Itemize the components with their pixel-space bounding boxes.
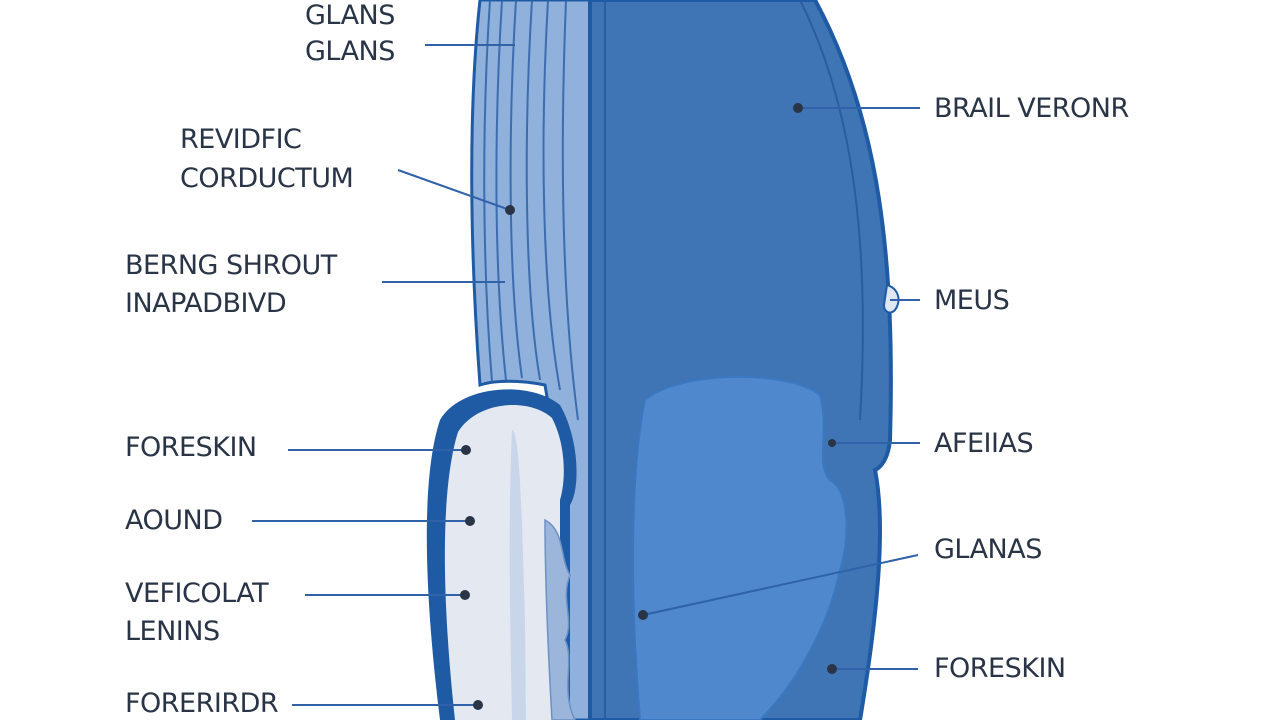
body-contours <box>604 0 864 720</box>
label-inapadbivd: INAPADBIVD <box>125 288 287 319</box>
label-glanas: GLANAS <box>934 534 1042 565</box>
label-berng-shrout: BERNG SHROUT <box>125 250 337 281</box>
leader-corductum <box>397 169 511 211</box>
label-lenins: LENINS <box>125 616 220 647</box>
leader-dots <box>460 103 837 710</box>
label-foreskin-left: FORESKIN <box>125 432 257 463</box>
foreskin-inner <box>444 405 564 720</box>
label-glans-top: GLANS <box>305 0 395 31</box>
label-meus: MEUS <box>934 285 1010 316</box>
inner-channel <box>509 430 526 720</box>
label-foreskin-right: FORESKIN <box>934 653 1066 684</box>
label-revidfic: REVIDFIC <box>180 124 302 155</box>
label-corductum: CORDUCTUM <box>180 163 354 194</box>
label-brail-veronr: BRAIL VERONR <box>934 93 1129 124</box>
label-veficolat: VEFICOLAT <box>125 578 269 609</box>
foreskin-folds <box>544 518 576 720</box>
leader-lines <box>252 44 920 706</box>
inner-glans <box>632 375 848 720</box>
sheath-striations <box>483 0 579 421</box>
leader-glanas <box>642 554 919 616</box>
label-aound: AOUND <box>125 505 223 536</box>
meatus-bump <box>882 283 900 314</box>
label-forerirdr: FORERIRDR <box>125 688 279 719</box>
label-glans: GLANS <box>305 36 395 67</box>
label-afeiias: AFEIIAS <box>934 428 1034 459</box>
